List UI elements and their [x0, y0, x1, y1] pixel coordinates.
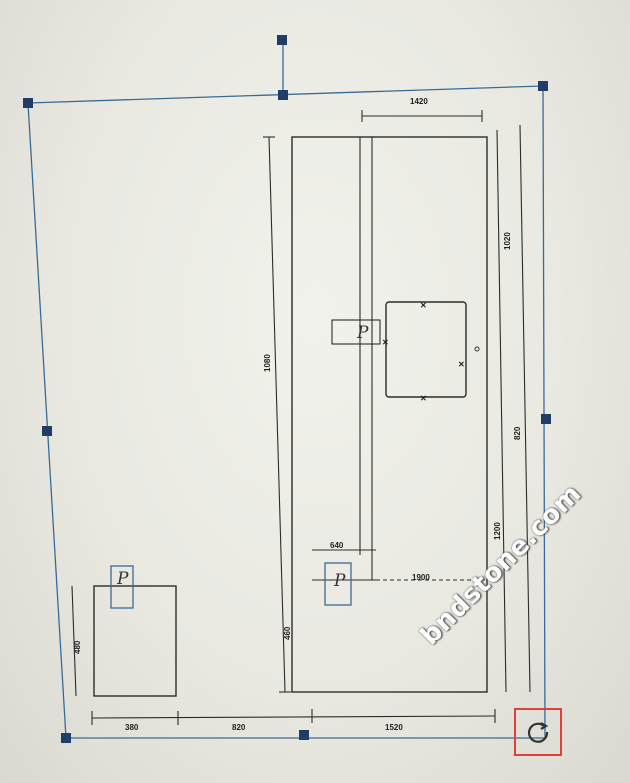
- svg-text:P: P: [333, 571, 346, 591]
- dimension-lines: [71, 110, 531, 725]
- dim-inner-small: 640: [330, 541, 344, 550]
- dim-bottom-1: 380: [125, 723, 139, 732]
- resize-handle-right-mid[interactable]: [541, 414, 551, 424]
- p-label-box-3: P: [110, 565, 134, 609]
- svg-text:✕: ✕: [458, 360, 465, 369]
- svg-text:✕: ✕: [420, 301, 427, 310]
- rotate-icon: [527, 722, 549, 743]
- svg-text:✕: ✕: [382, 338, 389, 347]
- dim-bottom-3: 1520: [385, 723, 403, 732]
- dimension-texts: 1420 1080 460 640 1020 820 1200 480 380 …: [73, 97, 522, 732]
- resize-handle-top-left[interactable]: [23, 98, 33, 108]
- dim-right-upper: 1020: [503, 232, 512, 250]
- dim-left-long: 1080: [263, 354, 272, 372]
- dim-right-mid: 820: [513, 426, 522, 440]
- outer-walls: [291, 136, 488, 693]
- resize-handle-bottom-mid[interactable]: [299, 730, 309, 740]
- resize-handle-top-right[interactable]: [538, 81, 548, 91]
- dim-left-short: 460: [283, 626, 292, 640]
- resize-handle-top-mid[interactable]: [278, 90, 288, 100]
- dim-bottom-2: 820: [232, 723, 246, 732]
- resize-handle-bottom-left[interactable]: [61, 733, 71, 743]
- resize-handle-left-mid[interactable]: [42, 426, 52, 436]
- dim-top: 1420: [410, 97, 428, 106]
- p-label-box-2: P: [324, 562, 352, 606]
- svg-text:P: P: [356, 323, 369, 343]
- rotate-button[interactable]: [514, 708, 562, 756]
- center-room: ✕ ✕ ✕ ✕: [382, 301, 480, 403]
- p-label-box-1: P: [331, 319, 381, 345]
- selection-handles: [23, 35, 551, 743]
- small-room: [93, 585, 177, 697]
- dim-center-mark: 1900: [412, 573, 430, 582]
- svg-text:✕: ✕: [420, 394, 427, 403]
- dim-small-room: 480: [73, 640, 82, 654]
- dim-right-lower: 1200: [493, 522, 502, 540]
- resize-handle-top-rotate[interactable]: [277, 35, 287, 45]
- svg-text:P: P: [116, 569, 129, 589]
